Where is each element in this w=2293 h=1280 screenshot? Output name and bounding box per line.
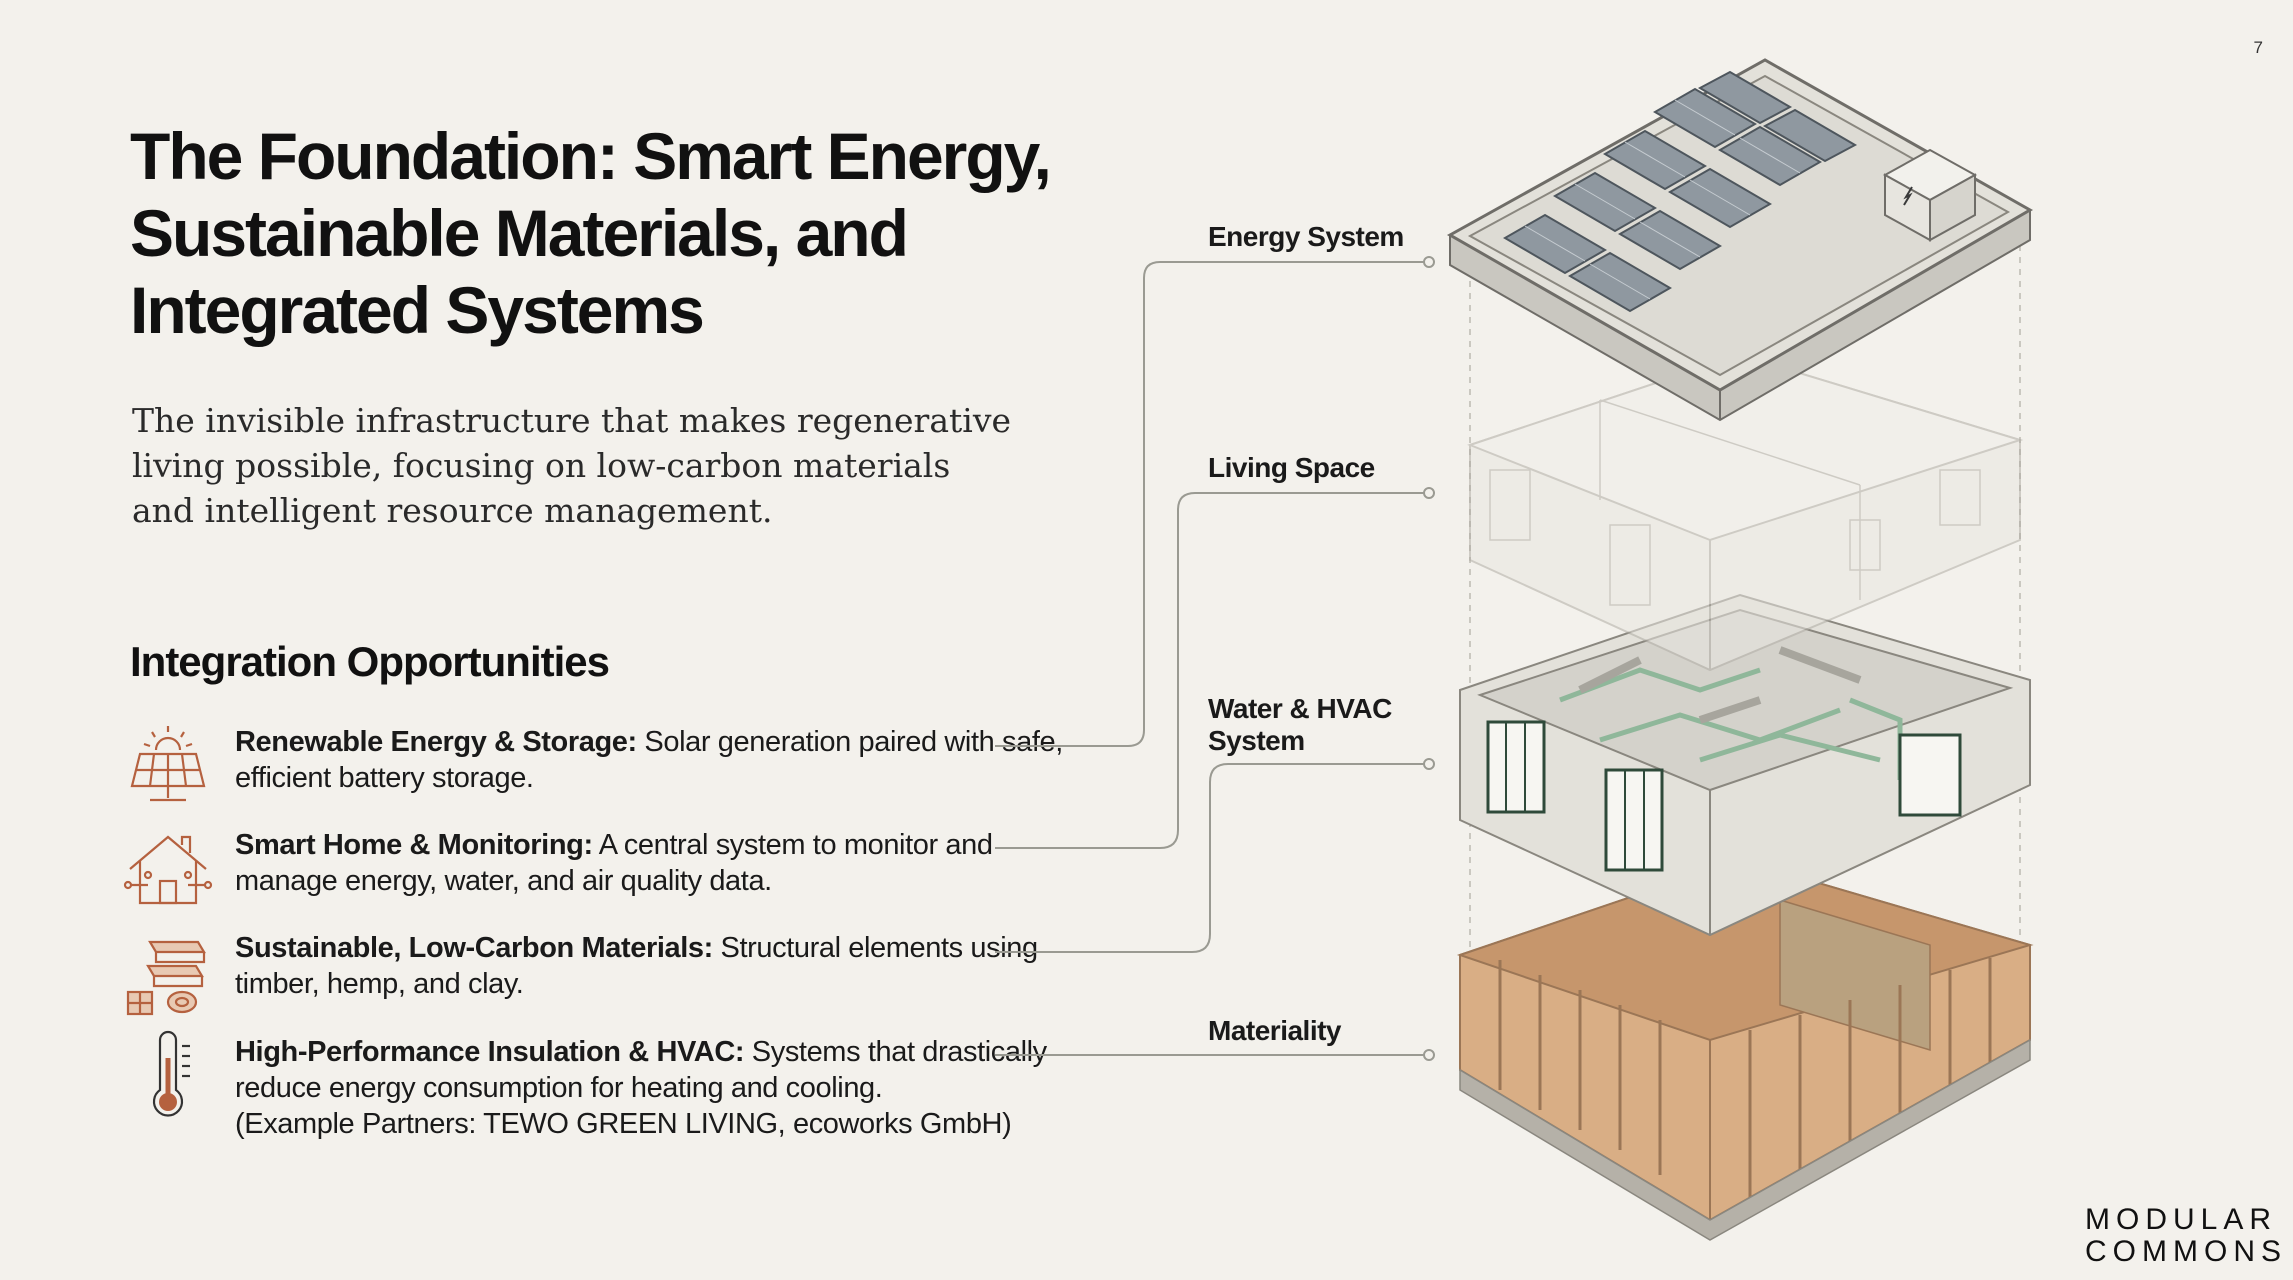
- materiality-layer: [1456, 858, 2034, 1241]
- page-number: 7: [2253, 38, 2263, 57]
- callout-materiality: Materiality: [1208, 1015, 1342, 1046]
- page-subtitle: The invisible infrastructure that makes …: [132, 401, 1011, 530]
- item-title: High-Performance Insulation & HVAC:: [235, 1036, 745, 1068]
- thermometer-icon: [152, 1030, 190, 1117]
- list-item-insulation-hvac: High-Performance Insulation & HVAC: Syst…: [120, 1030, 1080, 1170]
- smart-home-icon: [123, 835, 213, 905]
- logo-line-1: MODULAR: [2085, 1203, 2278, 1236]
- callout-energy-system: Energy System: [1208, 221, 1404, 252]
- battery-unit: [1882, 148, 1978, 242]
- water-hvac-layer: [1459, 593, 2031, 937]
- item-partners: (Example Partners: TEWO GREEN LIVING, ec…: [235, 1108, 1012, 1140]
- item-description: Solar generation paired with safe, effic…: [235, 726, 1063, 794]
- list-item-sustainable-materials: Sustainable, Low-Carbon Materials: Struc…: [120, 926, 1080, 1026]
- living-space-layer: [1467, 353, 2024, 672]
- callout-water-hvac-line2: System: [1208, 725, 1305, 756]
- list-item-smart-home: Smart Home & Monitoring: A central syste…: [120, 823, 1080, 923]
- item-title: Renewable Energy & Storage:: [235, 726, 637, 758]
- item-description: A central system to monitor and manage e…: [235, 829, 993, 897]
- list-item-renewable-energy: Renewable Energy & Storage: Solar genera…: [120, 720, 1080, 820]
- logo-line-2: COMMONS: [2085, 1235, 2287, 1268]
- callout-water-hvac-line1: Water & HVAC: [1208, 693, 1392, 724]
- callout-water-hvac: Water & HVAC System: [1208, 693, 1392, 757]
- solar-panel-icon: [130, 726, 206, 802]
- callout-living-space: Living Space: [1208, 452, 1375, 483]
- item-description: Structural elements using timber, hemp, …: [235, 932, 1038, 1000]
- section-heading: Integration Opportunities: [130, 638, 610, 685]
- page-title: The Foundation: Smart Energy, Sustainabl…: [130, 119, 1052, 347]
- brand-logo: MODULAR COMMONS: [2085, 1203, 2287, 1268]
- item-description: Systems that drastically reduce energy c…: [235, 1036, 1047, 1104]
- connector-lines: [995, 261, 1424, 1056]
- timber-materials-icon: [126, 940, 206, 1016]
- item-title: Sustainable, Low-Carbon Materials:: [235, 932, 713, 964]
- item-title: Smart Home & Monitoring:: [235, 829, 593, 861]
- energy-system-layer: [1446, 58, 2034, 422]
